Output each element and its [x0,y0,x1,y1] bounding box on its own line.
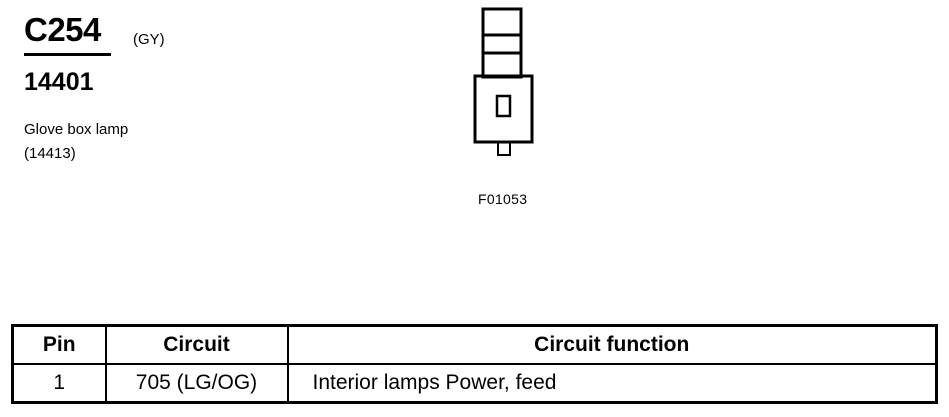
header-circuit: Circuit [104,324,289,365]
connector-id-underline [24,53,111,56]
cell-circuit: 705 (LG/OG) [104,363,289,404]
connector-color: (GY) [133,31,165,48]
table-row: 1 705 (LG/OG) Interior lamps Power, feed [11,363,938,404]
pin-cavity-1 [495,94,512,118]
connector-body [473,74,534,144]
pinout-table: Pin Circuit Circuit function 1 705 (LG/O… [11,324,938,404]
figure-reference: F01053 [478,191,528,207]
header-pin: Pin [11,324,107,365]
header-function: Circuit function [286,324,938,365]
component-number: (14413) [24,145,76,162]
connector-latch [481,7,523,79]
connector-diagram [473,7,534,156]
component-name: Glove box lamp [24,121,129,138]
connector-id: C254 [24,11,101,48]
connector-tab [497,141,511,156]
cell-pin: 1 [11,363,107,404]
part-number: 14401 [24,68,94,96]
table-header-row: Pin Circuit Circuit function [11,324,938,365]
cell-function: Interior lamps Power, feed [286,363,938,404]
